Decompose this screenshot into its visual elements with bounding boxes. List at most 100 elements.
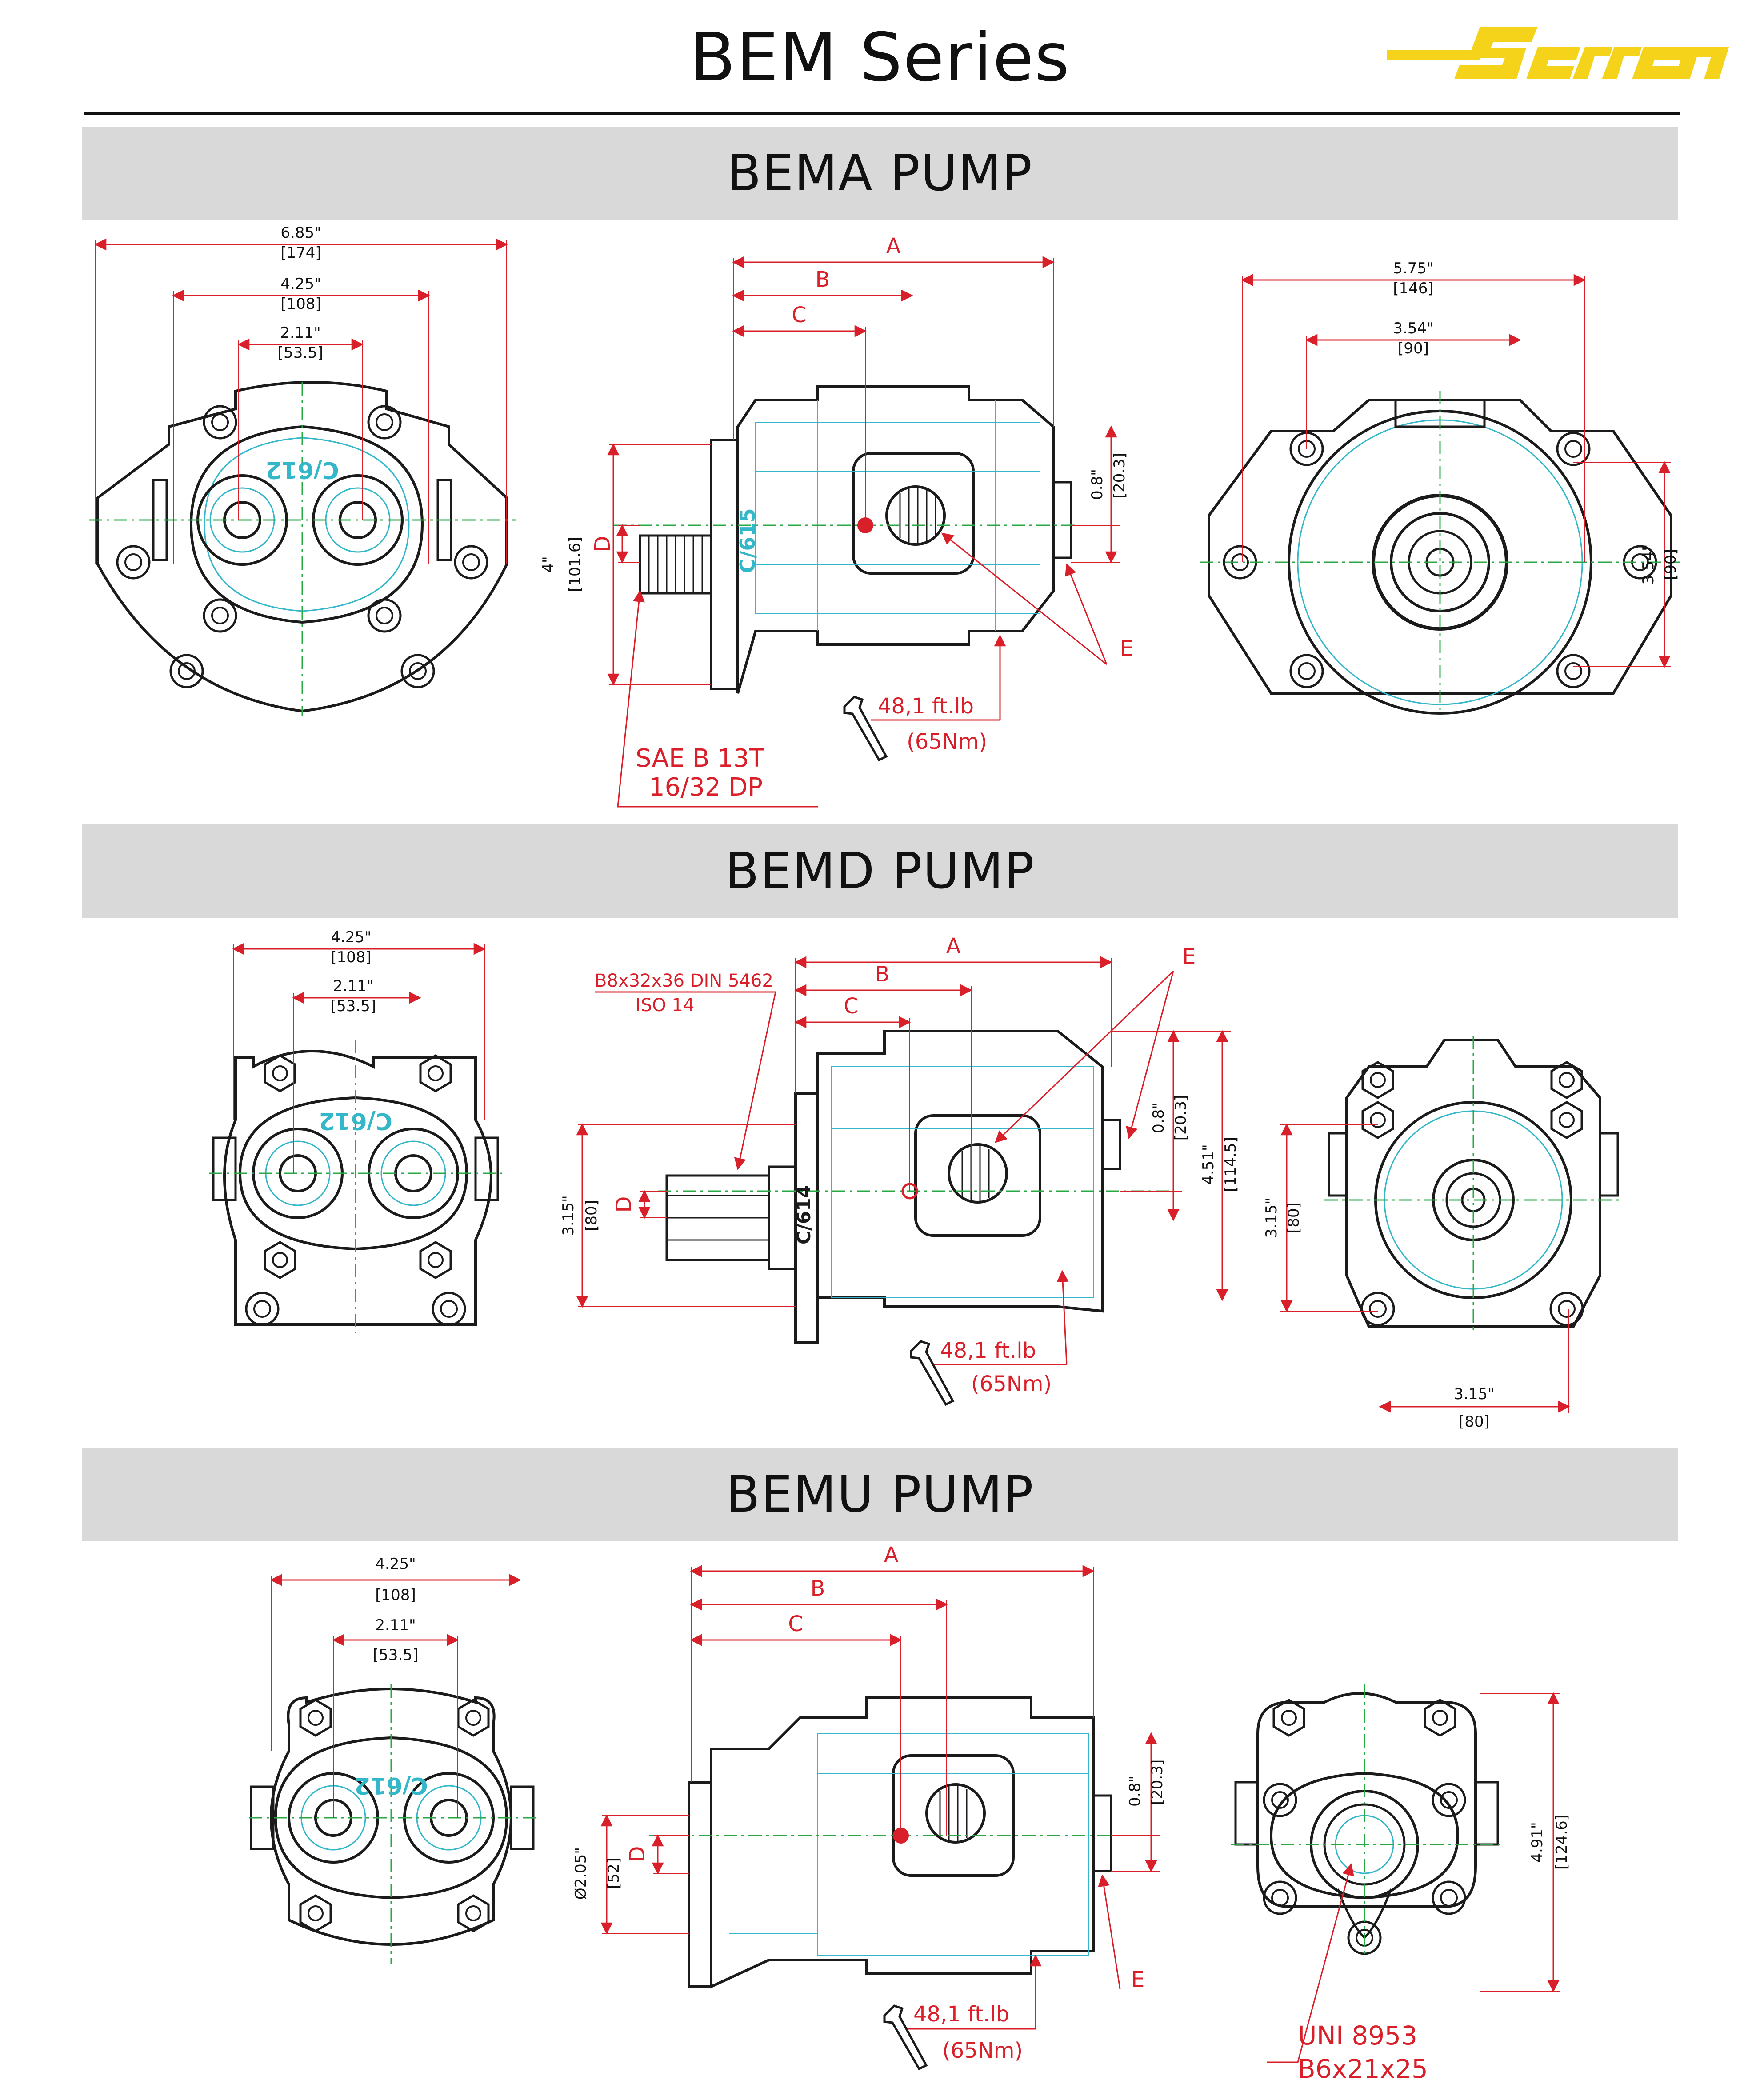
bemu-side-dims: A B C Ø2.05" [52] D 0.8" [20.3] E 48,1 f… (572, 1543, 1166, 2069)
svg-text:[90]: [90] (1662, 549, 1680, 580)
svg-text:[108]: [108] (375, 1586, 416, 1604)
bema-rear-dims: 5.75" [146] 3.54" [90] 3.54" [90] (1241, 260, 1680, 668)
page-title: BEM Series (689, 19, 1071, 96)
svg-text:B8x32x36 DIN 5462: B8x32x36 DIN 5462 (595, 971, 773, 991)
bema-rear-view (1200, 391, 1680, 715)
svg-text:C: C (788, 1612, 803, 1636)
svg-text:E: E (1131, 1967, 1144, 1992)
svg-text:(65Nm): (65Nm) (942, 2038, 1023, 2063)
svg-text:ISO 14: ISO 14 (636, 995, 694, 1016)
svg-text:16/32 DP: 16/32 DP (649, 773, 763, 802)
svg-text:[20.3]: [20.3] (1111, 453, 1128, 498)
svg-text:4.25": 4.25" (331, 928, 371, 946)
bemu-rear-dims: 4.91" [124.6] UNI 8953 B6x21x25 (1267, 1692, 1571, 2084)
bemd-side-cast-mark: C/614 (793, 1185, 815, 1244)
svg-text:[20.3]: [20.3] (1172, 1095, 1190, 1140)
bemu-rear-view (1231, 1684, 1502, 1956)
svg-text:[108]: [108] (331, 948, 371, 966)
section-band-bemd: BEMD PUMP (82, 824, 1678, 918)
svg-text:(65Nm): (65Nm) (907, 729, 987, 754)
svg-text:[53.5]: [53.5] (331, 997, 376, 1015)
section-band-bema: BEMA PUMP (82, 127, 1678, 220)
bema-cast-mark: C/612 (265, 456, 339, 483)
svg-text:48,1 ft.lb: 48,1 ft.lb (940, 1338, 1036, 1363)
svg-text:4.25": 4.25" (280, 275, 321, 293)
svg-text:A: A (946, 934, 961, 959)
svg-text:3.15": 3.15" (1454, 1385, 1494, 1403)
svg-text:D: D (612, 1196, 636, 1213)
bemu-front-dims: 4.25" [108] 2.11" [53.5] (270, 1555, 521, 1818)
svg-text:B: B (816, 267, 830, 292)
svg-text:[53.5]: [53.5] (278, 344, 323, 362)
title-rule (84, 112, 1680, 115)
svg-text:A: A (886, 234, 901, 259)
svg-text:48,1 ft.lb: 48,1 ft.lb (913, 2002, 1009, 2027)
svg-text:2.11": 2.11" (375, 1616, 416, 1634)
svg-text:[124.6]: [124.6] (1553, 1815, 1571, 1870)
svg-text:4": 4" (540, 556, 557, 572)
svg-text:C: C (792, 303, 807, 328)
svg-text:[20.3]: [20.3] (1148, 1760, 1166, 1805)
svg-text:[101.6]: [101.6] (566, 537, 584, 592)
svg-text:D: D (625, 1846, 650, 1863)
svg-text:0.8": 0.8" (1088, 469, 1106, 500)
svg-text:5.75": 5.75" (1393, 260, 1433, 277)
svg-text:A: A (884, 1543, 899, 1568)
section-title-bemd: BEMD PUMP (725, 842, 1035, 900)
svg-text:B: B (811, 1576, 825, 1601)
svg-text:3.54": 3.54" (1640, 544, 1657, 584)
svg-text:2.11": 2.11" (333, 977, 373, 995)
svg-text:[174]: [174] (280, 244, 321, 262)
bemu-side-view (649, 1696, 1156, 1989)
svg-text:4.51": 4.51" (1200, 1144, 1217, 1184)
bema-front-view: C/612 (89, 381, 516, 716)
section-band-bemu: BEMU PUMP (82, 1448, 1678, 1541)
svg-text:SAE B 13T: SAE B 13T (636, 744, 765, 773)
bemd-front-dims: 4.25" [108] 2.11" [53.5] (232, 928, 486, 1173)
svg-text:2.11": 2.11" (280, 324, 320, 342)
bemu-cast-mark: C/612 (354, 1772, 428, 1799)
svg-text:6.85": 6.85" (280, 224, 321, 242)
svg-text:C: C (844, 994, 859, 1019)
bemd-front-view: C/612 (209, 1040, 502, 1333)
svg-text:[146]: [146] (1393, 280, 1433, 297)
svg-text:D: D (590, 536, 615, 552)
svg-text:B6x21x25: B6x21x25 (1298, 2054, 1428, 2084)
bemd-side-view: C/614 (658, 1030, 1173, 1344)
svg-text:48,1 ft.lb: 48,1 ft.lb (878, 694, 974, 719)
bemd-rear-dims: 3.15" [80] 3.15" [80] (1263, 1123, 1570, 1431)
svg-text:[80]: [80] (1285, 1202, 1303, 1233)
svg-text:Ø2.05": Ø2.05" (572, 1847, 590, 1900)
svg-text:[53.5]: [53.5] (373, 1646, 418, 1664)
bemu-front-view: C/612 (249, 1684, 538, 1964)
svg-text:3.15": 3.15" (560, 1195, 577, 1236)
svg-text:[90]: [90] (1398, 340, 1429, 357)
svg-text:3.54": 3.54" (1393, 320, 1433, 337)
bema-side-cast-mark: C/615 (736, 508, 760, 573)
section-title-bema: BEMA PUMP (727, 144, 1033, 202)
svg-text:(65Nm): (65Nm) (971, 1372, 1052, 1396)
svg-text:[114.5]: [114.5] (1222, 1137, 1240, 1192)
svg-text:0.8": 0.8" (1126, 1776, 1144, 1807)
svg-text:4.25": 4.25" (375, 1555, 416, 1573)
svg-text:[80]: [80] (1459, 1413, 1490, 1431)
svg-text:0.8": 0.8" (1150, 1102, 1168, 1133)
svg-text:3.15": 3.15" (1263, 1197, 1280, 1238)
bemd-rear-view (1324, 1036, 1622, 1333)
bema-side-dims: A B C 4" [101.6] D 0.8" [20.3] E 48,1 ft… (540, 234, 1133, 808)
svg-text:4.91": 4.91" (1528, 1822, 1546, 1862)
svg-text:E: E (1182, 944, 1196, 969)
section-title-bemu: BEMU PUMP (726, 1466, 1034, 1524)
svg-text:UNI 8953: UNI 8953 (1298, 2020, 1417, 2051)
bema-side-view: C/615 (613, 385, 1076, 694)
bemd-cast-mark: C/612 (319, 1108, 392, 1134)
bema-front-dims: 6.85" [174] 4.25" [108] 2.11" [53.5] (94, 224, 508, 564)
svg-text:[52]: [52] (605, 1858, 623, 1889)
svg-text:[108]: [108] (280, 295, 321, 313)
svg-text:E: E (1120, 636, 1133, 661)
serreen-logo (1387, 27, 1729, 79)
svg-text:[80]: [80] (583, 1200, 600, 1231)
svg-text:B: B (875, 962, 890, 987)
bemd-side-dims: A B C B8x32x36 DIN 5462 ISO 14 3.15" [80… (560, 934, 1240, 1404)
